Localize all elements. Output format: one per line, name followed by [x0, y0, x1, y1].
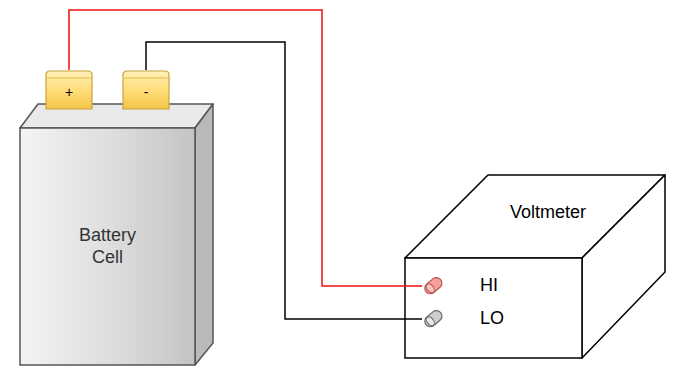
- battery-front-face: [20, 128, 195, 365]
- terminal-sign: -: [144, 84, 149, 101]
- text-holder: LO: [480, 307, 504, 331]
- voltmeter-side-face: [582, 175, 665, 358]
- voltmeter: VoltmeterHI LO: [400, 172, 670, 366]
- wire: [69, 10, 422, 286]
- jack-body: [423, 308, 445, 329]
- terminal-sign: +: [65, 84, 73, 101]
- negative-terminal: -: [122, 70, 170, 110]
- jack-label: HI: [480, 275, 498, 297]
- battery-label: Battery Cell: [63, 225, 153, 268]
- battery-cell: Battery Cell: [18, 100, 218, 368]
- terminal-cap: [46, 71, 92, 109]
- jack-face: [425, 315, 436, 327]
- terminal-rim: [124, 78, 168, 79]
- jack-barrel: [423, 308, 445, 329]
- lo-jack: LO: [422, 307, 511, 331]
- text-holder: Battery Cell: [20, 128, 195, 365]
- voltmeter-title: Voltmeter: [510, 202, 586, 224]
- jack-body: [423, 275, 445, 296]
- text-holder: HI: [480, 274, 498, 298]
- jack-barrel: [423, 275, 445, 296]
- wire: [146, 42, 422, 319]
- terminal-cap: [123, 71, 169, 109]
- hi-jack: HI: [422, 274, 504, 298]
- jack-label: LO: [480, 308, 504, 330]
- text-holder: Voltmeter: [510, 202, 586, 224]
- jack-face: [425, 282, 436, 294]
- voltmeter-housing: [400, 172, 670, 366]
- battery-side-face: [195, 104, 213, 365]
- terminal-rim: [47, 78, 91, 79]
- text-holder: +: [45, 74, 93, 110]
- voltmeter-front-face: [405, 258, 582, 358]
- positive-terminal: +: [45, 70, 93, 110]
- text-holder: -: [122, 74, 170, 110]
